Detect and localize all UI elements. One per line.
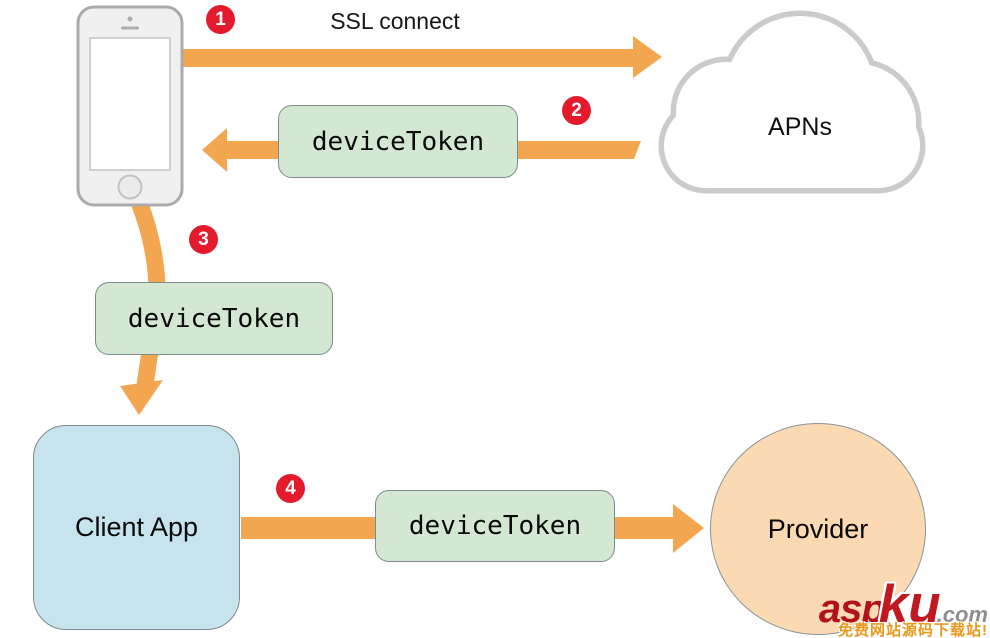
watermark-tld: .com: [936, 602, 988, 627]
watermark-ku: ku: [878, 575, 941, 634]
device-token-label: deviceToken: [311, 126, 485, 157]
client-app-label: Client App: [74, 512, 199, 542]
provider-node: Provider: [710, 423, 926, 635]
step-badge-4: 4: [276, 474, 305, 503]
ssl-connect-label: SSL connect: [330, 8, 460, 34]
watermark-asp: asp: [818, 587, 886, 631]
device-token-box-phone: deviceToken: [95, 282, 333, 355]
phone-speaker-slot: [121, 26, 139, 30]
step-number: 2: [571, 100, 582, 121]
step-number: 3: [198, 229, 209, 250]
client-app-node: Client App: [33, 425, 240, 630]
apns-cloud-icon: [658, 10, 926, 194]
arrow-1-ssl-connect: [183, 36, 662, 78]
watermark: aspku.com 免费网站源码下载站!: [819, 578, 988, 638]
device-token-label: deviceToken: [127, 303, 301, 334]
arrow-3-head: [120, 380, 163, 415]
provider-label: Provider: [767, 513, 869, 544]
phone-camera-dot: [127, 16, 133, 22]
phone-home-button: [117, 174, 143, 200]
step-number: 4: [285, 478, 296, 499]
step-badge-1: 1: [206, 5, 235, 34]
iphone-icon: [76, 5, 184, 207]
watermark-brand: aspku.com: [819, 578, 988, 631]
device-token-box-apns: deviceToken: [278, 105, 518, 178]
device-token-label: deviceToken: [408, 511, 582, 541]
watermark-tagline: 免费网站源码下载站!: [838, 622, 988, 638]
step-badge-2: 2: [562, 96, 591, 125]
step-badge-3: 3: [189, 225, 218, 254]
device-token-box-provider: deviceToken: [375, 490, 615, 562]
apns-label: APNs: [768, 113, 832, 141]
step-number: 1: [215, 9, 226, 30]
